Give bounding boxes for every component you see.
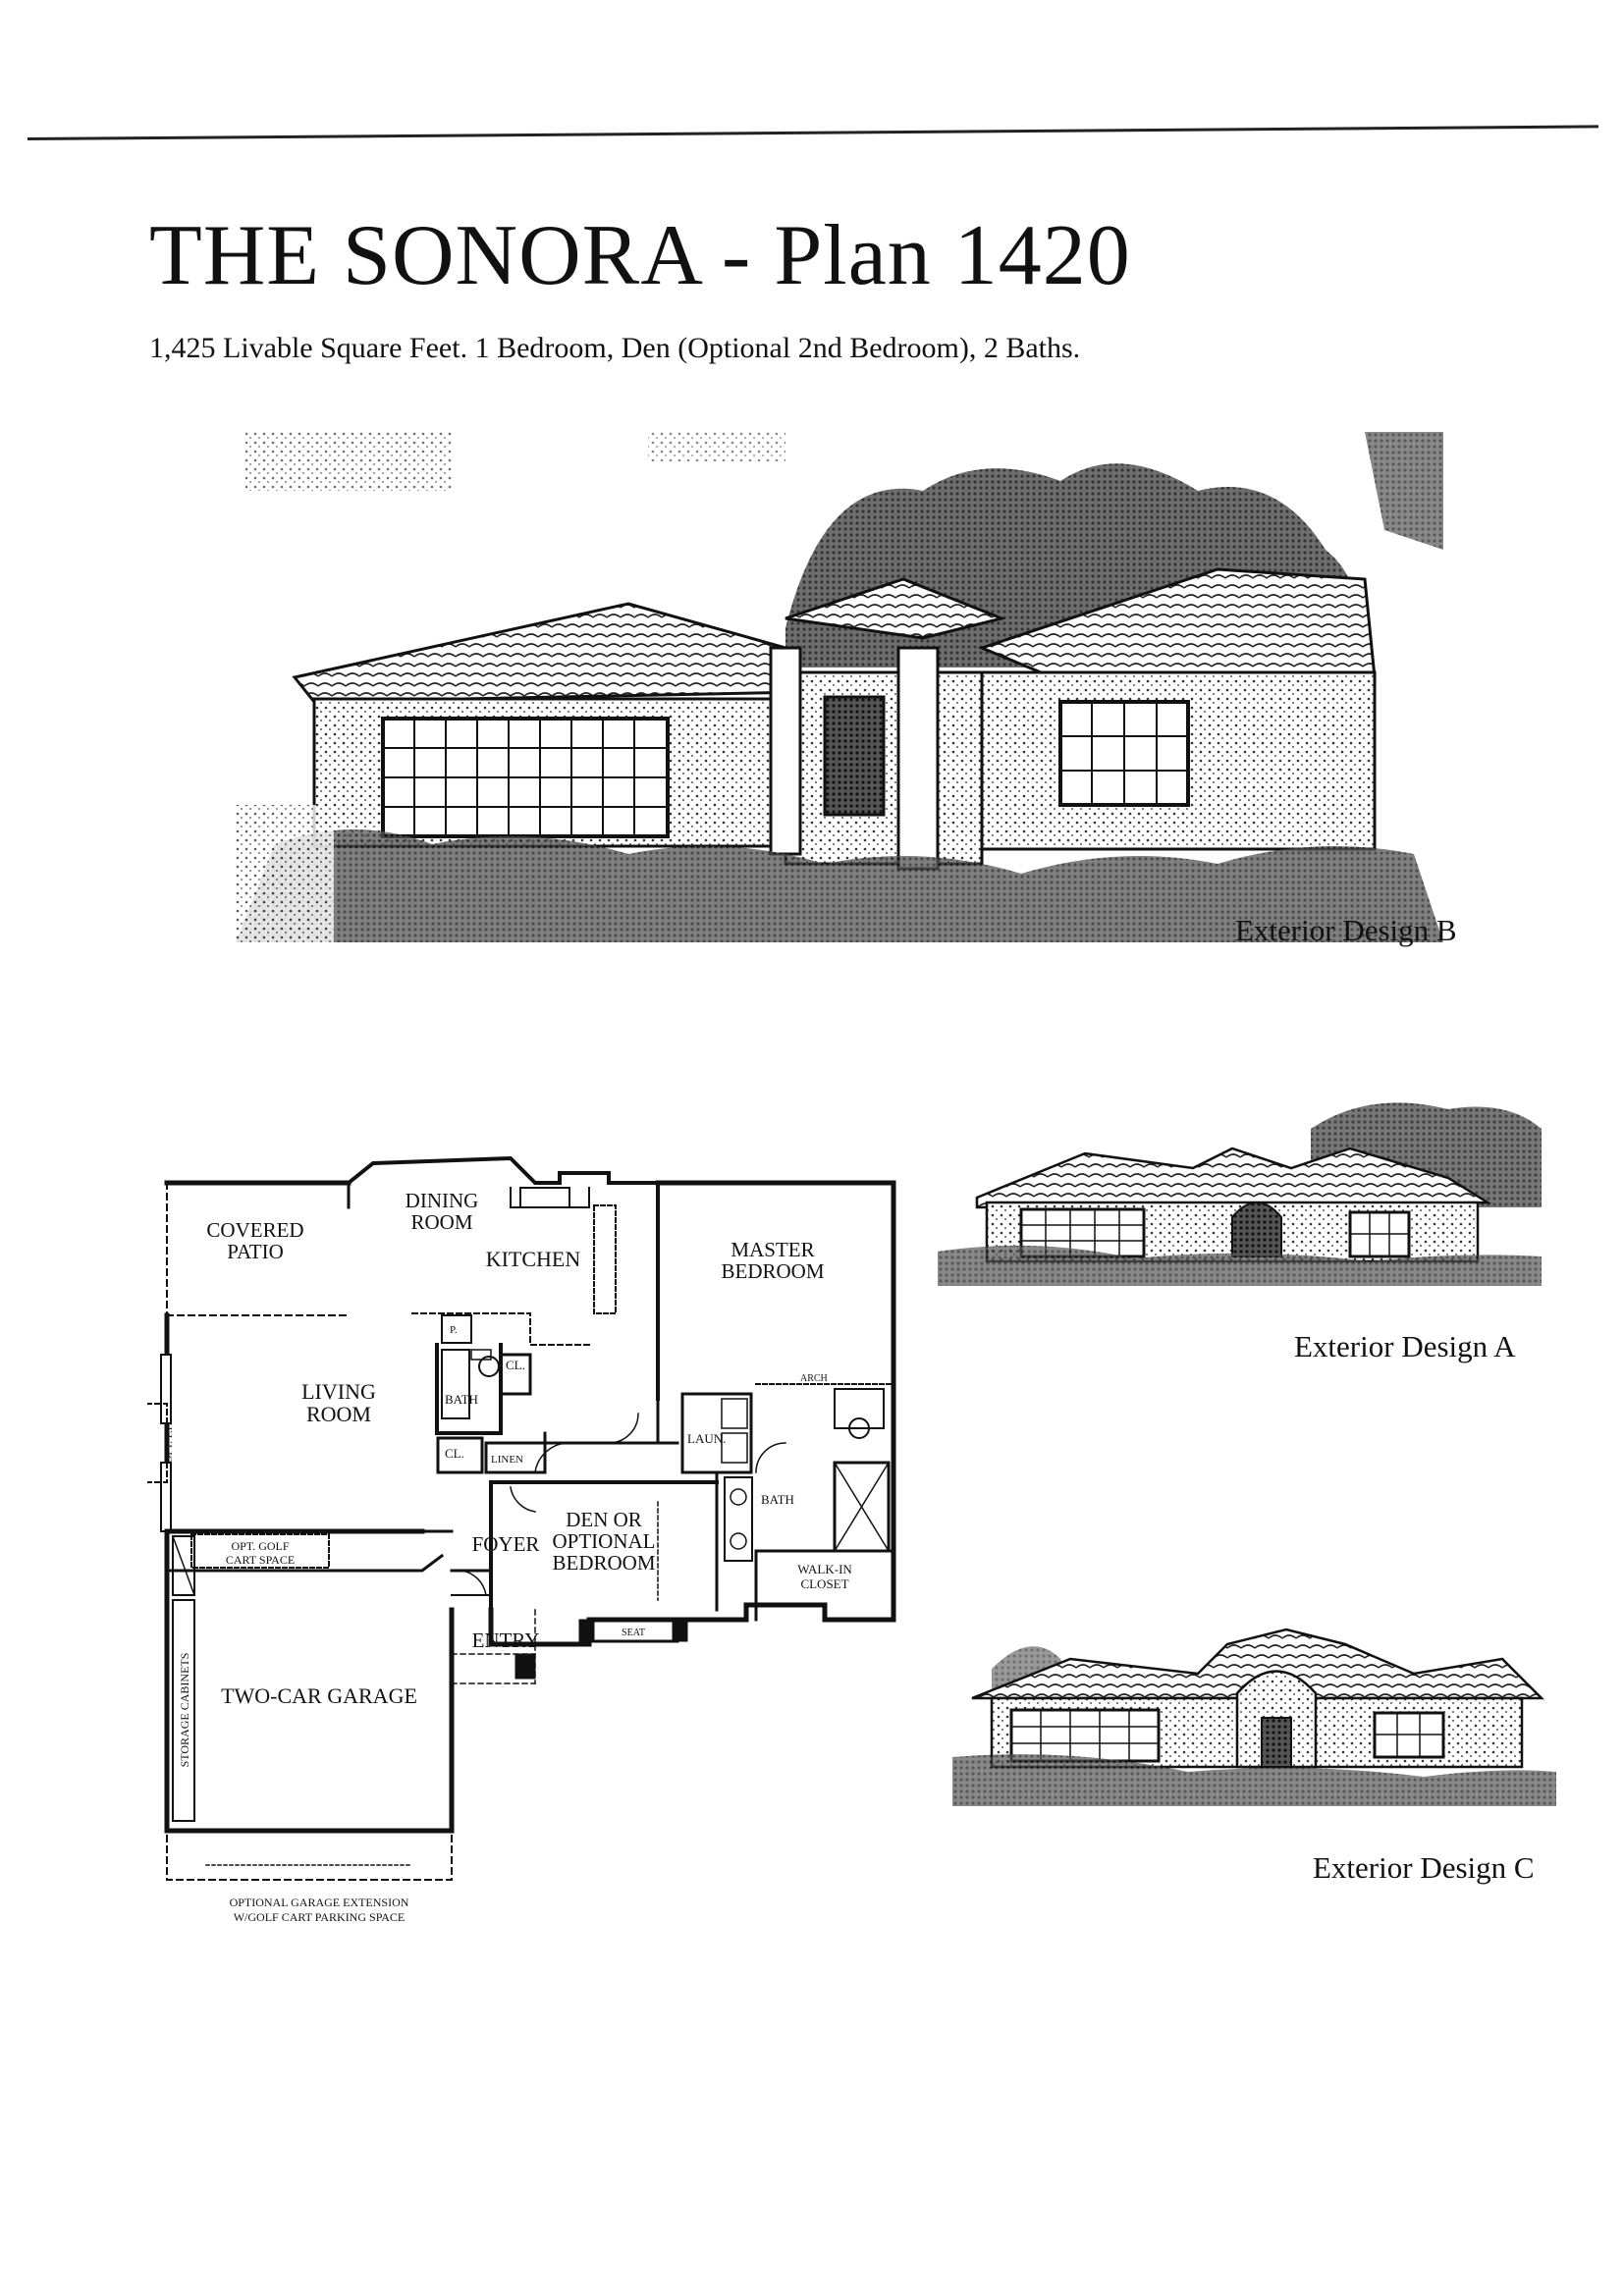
covered-patio-label: COVERED xyxy=(206,1218,303,1242)
golf-cart-space-label-line2: CART SPACE xyxy=(226,1553,295,1567)
dining-room-label: DINING xyxy=(406,1189,479,1212)
opt-fireplace-label: OPT. F.P. xyxy=(163,1422,175,1463)
foyer-label: FOYER xyxy=(472,1532,540,1556)
kitchen-label: KITCHEN xyxy=(486,1247,581,1271)
exterior-design-c-caption: Exterior Design C xyxy=(1313,1850,1535,1885)
exterior-design-c-illustration xyxy=(952,1600,1556,1806)
master-bedroom-label-line2: BEDROOM xyxy=(721,1259,824,1283)
exterior-design-b-illustration xyxy=(236,432,1443,942)
bath-2-label: BATH xyxy=(761,1492,794,1507)
linen-label: LINEN xyxy=(491,1454,523,1466)
arch-label: ARCH xyxy=(800,1373,828,1384)
covered-patio-label-line2: PATIO xyxy=(227,1240,284,1263)
floor-plan: COVERED PATIO DINING ROOM KITCHEN MASTER… xyxy=(147,1148,913,1953)
garage-label: TWO-CAR GARAGE xyxy=(221,1683,417,1708)
garage-extension-label: OPTIONAL GARAGE EXTENSION xyxy=(230,1896,409,1909)
dining-room-label-line2: ROOM xyxy=(410,1210,472,1234)
storage-cabinets-label: STORAGE CABINETS xyxy=(178,1653,191,1768)
garage-extension-label-line2: W/GOLF CART PARKING SPACE xyxy=(234,1910,406,1924)
living-room-label: LIVING xyxy=(301,1379,376,1404)
laundry-label: LAUN. xyxy=(687,1431,726,1446)
walk-in-closet-label-line2: CLOSET xyxy=(800,1576,848,1591)
page-subtitle: 1,425 Livable Square Feet. 1 Bedroom, De… xyxy=(149,332,1081,364)
exterior-design-a-illustration xyxy=(938,1090,1542,1286)
closet-2-label: CL. xyxy=(445,1446,464,1461)
entry-label: ENTRY xyxy=(472,1629,540,1652)
page-title: THE SONORA - Plan 1420 xyxy=(149,208,1131,303)
den-label-line3: BEDROOM xyxy=(552,1551,655,1575)
seat-label: SEAT xyxy=(622,1628,645,1638)
den-label-line2: OPTIONAL xyxy=(553,1529,656,1553)
exterior-design-b-caption: Exterior Design B xyxy=(1235,913,1457,947)
pantry-label: P. xyxy=(450,1324,458,1336)
den-label: DEN OR xyxy=(566,1508,642,1531)
walk-in-closet-label: WALK-IN xyxy=(797,1562,852,1576)
bath-1-label: BATH xyxy=(445,1392,478,1407)
golf-cart-space-label: OPT. GOLF xyxy=(231,1539,289,1553)
living-room-label-line2: ROOM xyxy=(306,1402,371,1426)
master-bedroom-label: MASTER xyxy=(731,1238,814,1261)
top-rule xyxy=(27,125,1598,140)
exterior-design-a-caption: Exterior Design A xyxy=(1294,1329,1516,1363)
closet-1-label: CL. xyxy=(506,1358,525,1372)
